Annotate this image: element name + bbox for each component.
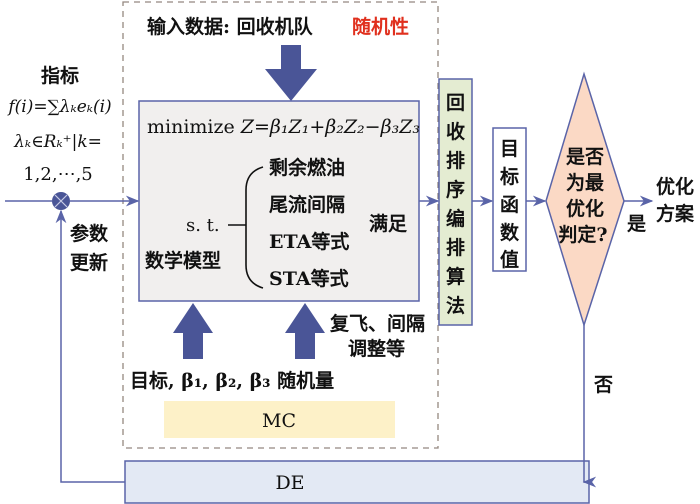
param-update-2: 更新: [70, 251, 108, 274]
objective-value-char: 函: [500, 194, 519, 216]
random-vars-arrow: [173, 303, 213, 359]
algorithm-text: 回 收 排 序 编 排 算 法: [446, 92, 465, 317]
feedback-line: [55, 209, 125, 483]
objective-function: minimize Z=β₁Z₁+β₂Z₂−β₃Z₃: [147, 116, 420, 138]
input-big-arrow: [265, 45, 317, 101]
objective-value-box: [492, 127, 527, 272]
algorithm-char: 编: [446, 207, 465, 230]
algorithm-box: [438, 78, 473, 326]
yes-label: 是: [627, 213, 646, 235]
go-around-label-1: 复飞、间隔: [329, 312, 425, 335]
objective-value-char: 数: [500, 221, 520, 244]
constraint-brace: [245, 166, 264, 289]
de-label: DE: [275, 472, 304, 494]
random-vars-label: 目标, β₁, β₂, β₃ 随机量: [130, 369, 334, 392]
constraint-wake: 尾流间隔: [269, 193, 345, 216]
randomness-label: 随机性: [352, 15, 409, 38]
mc-box: [164, 401, 395, 438]
junction-cross-icon: [54, 194, 68, 208]
constraint-fuel: 剩余燃油: [269, 156, 345, 179]
objective-value-char: 目: [500, 138, 519, 160]
math-model-label: 数学模型: [145, 249, 221, 272]
decision-line-2: 为最: [566, 171, 605, 194]
indicator-title: 指标: [41, 65, 79, 87]
indicator-range: 1,2,⋯,5: [23, 164, 93, 185]
output-line-1: 优化: [656, 175, 694, 198]
algorithm-char: 排: [446, 149, 465, 172]
algorithm-char: 排: [446, 236, 465, 259]
decision-line-4: 判定?: [558, 223, 607, 246]
no-label: 否: [593, 374, 613, 396]
algorithm-char: 回: [446, 92, 465, 114]
decision-line-1: 是否: [566, 146, 604, 168]
algorithm-char: 序: [446, 178, 465, 201]
indicator-formula: f(i)=∑λₖeₖ(i): [6, 97, 111, 117]
go-around-arrow: [285, 303, 325, 359]
de-box: [124, 460, 590, 504]
mc-label: MC: [262, 410, 296, 432]
input-data-label: 输入数据: 回收机队: [147, 15, 314, 38]
indicator-constraint: λₖ∈Rₖ⁺|k=: [13, 132, 102, 152]
st-label: s. t.: [186, 215, 220, 236]
decision-line-3: 优化: [566, 197, 604, 220]
algorithm-char: 收: [446, 120, 465, 143]
algorithm-char: 算: [446, 265, 465, 288]
mc-region-border: [122, 1, 439, 449]
go-around-label-2: 调整等: [348, 337, 405, 360]
no-line: [583, 325, 590, 483]
satisfy-label: 满足: [369, 212, 408, 235]
algorithm-char: 法: [446, 294, 465, 317]
param-update-1: 参数: [70, 222, 109, 245]
constraint-eta: ETA等式: [269, 230, 349, 253]
objective-value-text: 目 标 函 数 值: [500, 138, 520, 271]
output-line-2: 方案: [656, 202, 695, 225]
model-box: [138, 100, 420, 302]
objective-value-char: 值: [500, 248, 519, 271]
objective-value-char: 标: [500, 166, 519, 188]
constraint-sta: STA等式: [269, 267, 349, 290]
